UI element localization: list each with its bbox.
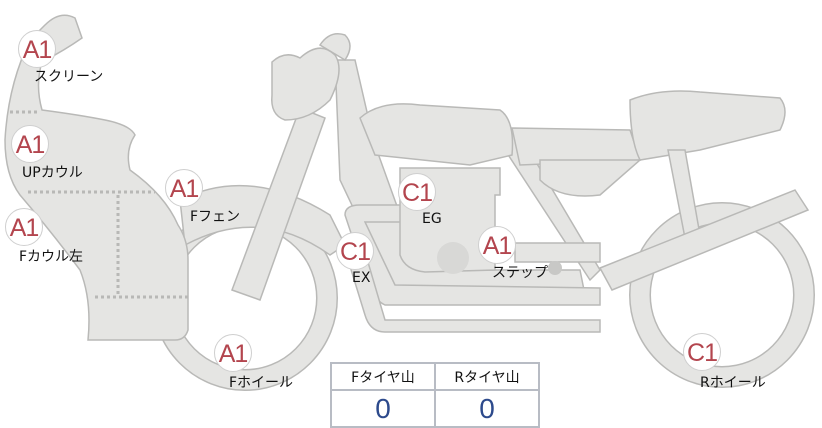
- swingarm-shape: [598, 189, 810, 291]
- part-label-f-fender: Fフェン: [190, 209, 241, 225]
- grade-badge-exhaust[interactable]: C1: [336, 232, 374, 270]
- headlight-shape: [271, 47, 340, 121]
- part-label-screen: スクリーン: [34, 69, 104, 85]
- part-label-exhaust: EX: [352, 270, 371, 286]
- grade-badge-f-wheel[interactable]: A1: [214, 334, 252, 372]
- part-label-f-wheel: Fホイール: [229, 375, 294, 391]
- value-front-tyre: 0: [330, 389, 436, 428]
- grade-badge-up-cowl[interactable]: A1: [11, 125, 49, 163]
- grade-badge-engine[interactable]: C1: [398, 173, 436, 211]
- grade-badge-f-cowl-left[interactable]: A1: [5, 208, 43, 246]
- part-label-up-cowl: UPカウル: [22, 165, 83, 181]
- grade-badge-step[interactable]: A1: [478, 226, 516, 264]
- grade-badge-r-wheel[interactable]: C1: [683, 333, 721, 371]
- header-rear-tyre: Rタイヤ山: [434, 362, 540, 391]
- tyre-tread-table: Fタイヤ山 Rタイヤ山 0 0: [330, 362, 540, 428]
- part-label-f-cowl-left: Fカウル左: [19, 249, 84, 265]
- part-label-step: ステップ: [492, 265, 548, 281]
- header-front-tyre: Fタイヤ山: [330, 362, 436, 391]
- front-fork-shape: [231, 107, 326, 301]
- front-cowl-shape: [4, 14, 189, 341]
- grade-badge-f-fender[interactable]: A1: [165, 169, 203, 207]
- part-label-engine: EG: [422, 211, 442, 227]
- fuel-tank-shape: [359, 103, 514, 166]
- grade-badge-screen[interactable]: A1: [18, 30, 56, 68]
- value-rear-tyre: 0: [434, 389, 540, 428]
- step-shape: [514, 242, 601, 263]
- part-label-r-wheel: Rホイール: [700, 375, 766, 391]
